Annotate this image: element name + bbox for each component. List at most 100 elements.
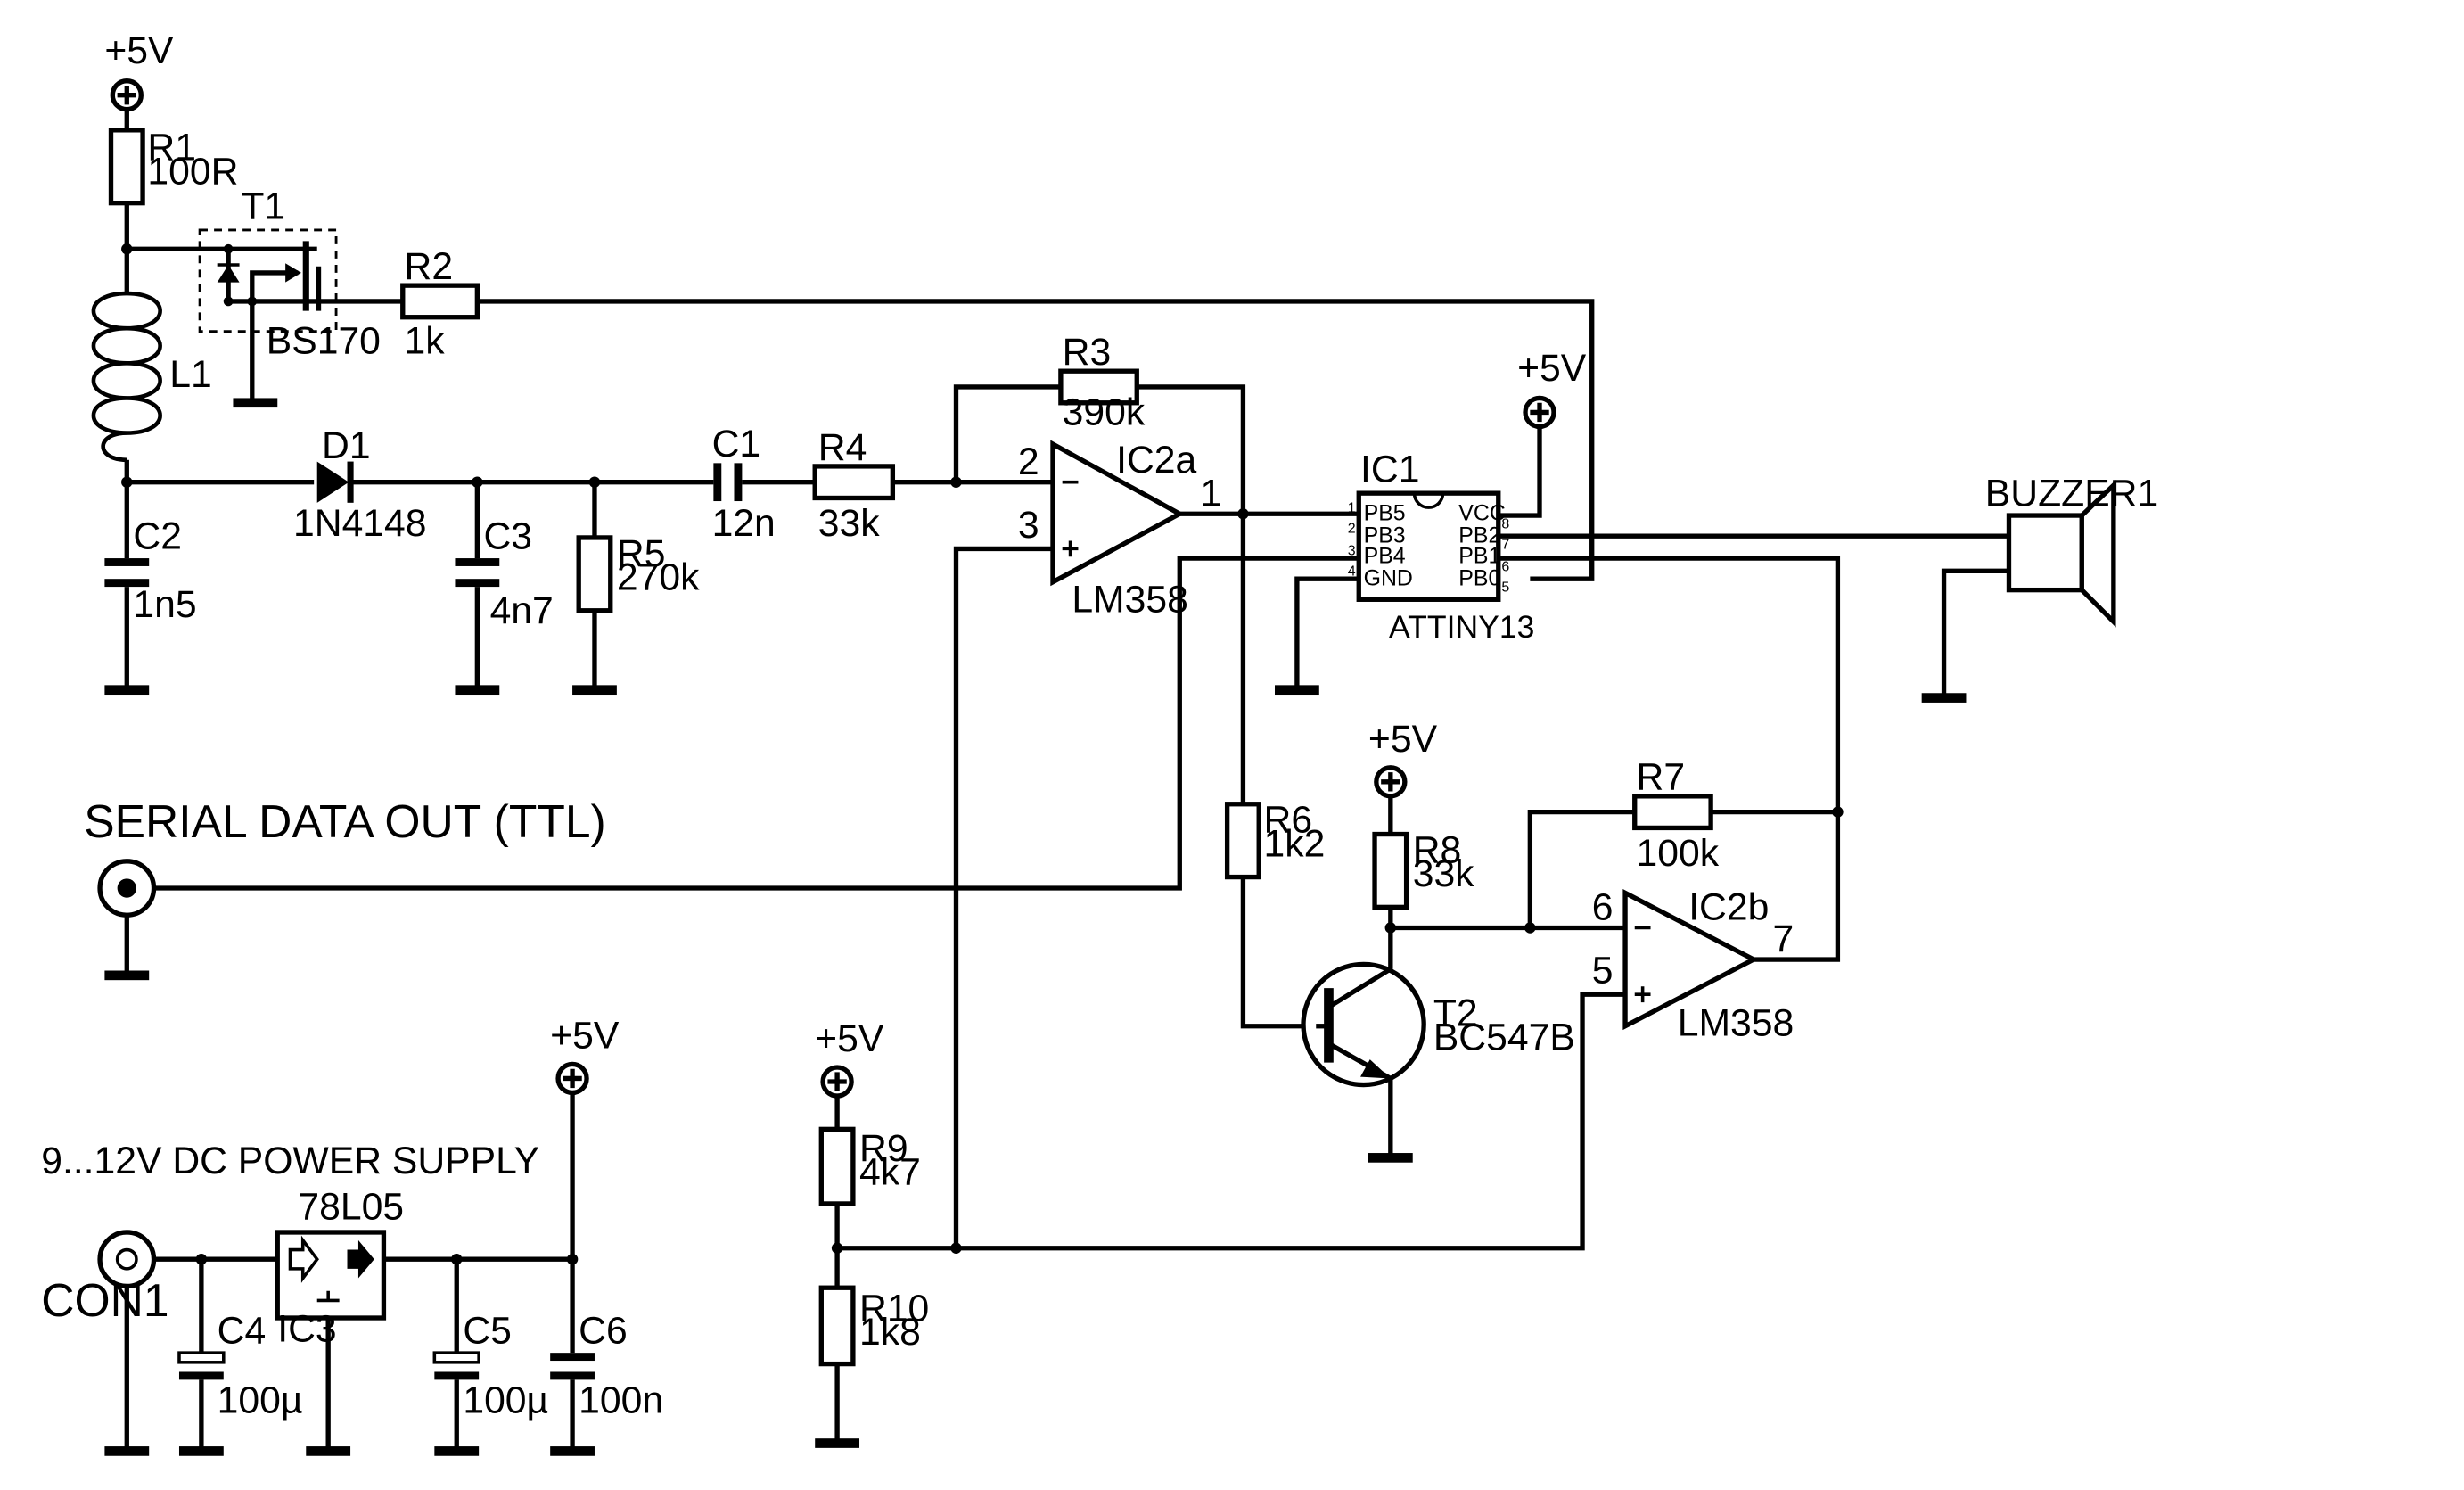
inductor-l1: L1 — [91, 291, 212, 463]
svg-text:5: 5 — [1501, 580, 1509, 595]
svg-text:IC2a: IC2a — [1116, 439, 1196, 482]
svg-text:3: 3 — [1348, 544, 1356, 559]
svg-text:R10: R10 — [859, 1288, 929, 1330]
svg-text:BC547B: BC547B — [1433, 1016, 1575, 1058]
resistor-r10: R10 1k8 — [818, 1285, 929, 1367]
resistor-r4: R4 33k — [812, 426, 896, 545]
svg-text:6: 6 — [1592, 886, 1614, 929]
capacitor-c6: C6 100n — [550, 1309, 663, 1422]
svg-text:8: 8 — [1501, 516, 1509, 531]
resistor-r1: R1 100R — [108, 127, 238, 206]
svg-text:C1: C1 — [712, 423, 761, 465]
svg-text:R4: R4 — [818, 426, 867, 469]
svg-text:R2: R2 — [405, 245, 454, 288]
svg-text:IC2b: IC2b — [1688, 886, 1769, 929]
svg-text:PB0: PB0 — [1458, 565, 1500, 590]
regulator-ic3: 78L05 IC3 — [275, 1186, 404, 1351]
resistor-r8: R8 33k — [1372, 829, 1474, 910]
opamp-ic2a: 2 3 1 IC2a LM358 — [1018, 439, 1221, 622]
svg-text:1: 1 — [1200, 472, 1221, 515]
svg-text:1: 1 — [1348, 500, 1356, 515]
svg-text:9...12V DC POWER SUPPLY: 9...12V DC POWER SUPPLY — [41, 1140, 539, 1182]
svg-text:PB3: PB3 — [1364, 523, 1406, 547]
svg-text:R3: R3 — [1063, 331, 1112, 374]
ic1-right-pins: VCC PB2 PB1 PB0 8 7 6 5 — [1458, 500, 1509, 595]
svg-text:+5V: +5V — [1517, 347, 1587, 390]
svg-text:390k: 390k — [1063, 391, 1146, 434]
svg-text:33k: 33k — [1413, 852, 1474, 895]
buzzer1: BUZZER1 — [1985, 472, 2158, 628]
svg-text:33k: 33k — [818, 502, 880, 545]
svg-text:1k2: 1k2 — [1264, 822, 1326, 865]
svg-text:C5: C5 — [463, 1309, 512, 1352]
supply-ic1: +5V — [1517, 347, 1587, 430]
svg-text:SERIAL DATA OUT (TTL): SERIAL DATA OUT (TTL) — [84, 795, 605, 847]
svg-text:C6: C6 — [579, 1309, 628, 1352]
resistor-r7: R7 100k — [1632, 756, 1720, 875]
supply-symbols: +5V +5V +5V +5V +5V — [104, 29, 1587, 1099]
resistor-r2: R2 1k — [400, 245, 480, 363]
svg-text:2: 2 — [1348, 522, 1356, 537]
svg-text:7: 7 — [1501, 537, 1509, 552]
svg-text:100n: 100n — [579, 1379, 663, 1422]
svg-text:3: 3 — [1018, 504, 1039, 547]
ic1-left-pins: PB5 PB3 PB4 GND 1 2 3 4 — [1348, 500, 1413, 590]
svg-text:BUZZER1: BUZZER1 — [1985, 472, 2158, 515]
svg-text:CON1: CON1 — [41, 1274, 168, 1326]
svg-text:ATTINY13: ATTINY13 — [1389, 609, 1534, 645]
svg-text:L1: L1 — [169, 353, 211, 396]
svg-text:6: 6 — [1501, 559, 1509, 574]
svg-text:C2: C2 — [133, 515, 182, 557]
resistor-r9: R9 4k7 — [818, 1126, 921, 1206]
svg-text:4: 4 — [1348, 564, 1356, 580]
capacitor-c5: C5 100µ — [432, 1309, 548, 1422]
svg-text:5: 5 — [1592, 950, 1614, 992]
svg-text:R6: R6 — [1264, 799, 1313, 842]
power-connector-con1: CON1 9...12V DC POWER SUPPLY — [41, 1140, 539, 1326]
supply-r8: +5V — [1368, 718, 1438, 799]
svg-text:12n: 12n — [712, 502, 776, 545]
svg-text:GND: GND — [1364, 565, 1413, 590]
svg-text:LM358: LM358 — [1678, 1001, 1794, 1044]
svg-text:T1: T1 — [241, 185, 285, 227]
junctions — [121, 243, 1844, 1265]
svg-text:R5: R5 — [617, 532, 666, 575]
ground-symbols — [104, 398, 1967, 1456]
svg-text:7: 7 — [1772, 918, 1794, 960]
capacitor-c2: C2 1n5 — [104, 515, 197, 626]
svg-text:IC3: IC3 — [277, 1308, 336, 1351]
resistor-r3: R3 390k — [1058, 331, 1146, 434]
svg-text:C4: C4 — [218, 1309, 267, 1352]
svg-text:PB4: PB4 — [1364, 543, 1406, 568]
serial-data-connector: SERIAL DATA OUT (TTL) — [84, 795, 606, 973]
svg-text:78L05: 78L05 — [298, 1186, 404, 1229]
svg-text:100µ: 100µ — [218, 1379, 303, 1422]
svg-text:270k: 270k — [617, 556, 700, 599]
svg-text:+5V: +5V — [550, 1015, 620, 1058]
svg-text:R1: R1 — [147, 127, 196, 169]
transistor-t2: T2 BC547B — [1301, 961, 1575, 1088]
svg-text:1k: 1k — [405, 320, 446, 363]
svg-text:R9: R9 — [859, 1127, 908, 1170]
resistor-r5: R5 270k — [576, 532, 700, 613]
resistor-r6: R6 1k2 — [1224, 799, 1326, 880]
svg-text:1n5: 1n5 — [133, 583, 196, 626]
svg-text:100k: 100k — [1637, 832, 1720, 875]
svg-text:PB1: PB1 — [1458, 543, 1500, 568]
svg-text:+5V: +5V — [104, 29, 174, 72]
mosfet-t1: T1 BS170 — [198, 185, 381, 400]
svg-text:100µ: 100µ — [463, 1379, 548, 1422]
supply-r9: +5V — [815, 1017, 884, 1099]
svg-text:PB5: PB5 — [1364, 500, 1406, 525]
svg-text:100R: 100R — [147, 150, 238, 193]
diode-d1: D1 1N4148 — [293, 424, 426, 545]
supply-r1: +5V — [104, 29, 174, 112]
ic1-attiny13: IC1 ATTINY13 PB5 PB3 PB4 GND 1 2 3 4 VCC… — [1348, 449, 1535, 645]
svg-text:2: 2 — [1018, 440, 1039, 483]
svg-text:T2: T2 — [1433, 992, 1478, 1035]
capacitor-c4: C4 100µ — [177, 1309, 303, 1422]
svg-text:1k8: 1k8 — [859, 1311, 921, 1354]
svg-text:IC1: IC1 — [1360, 449, 1419, 491]
svg-text:4n7: 4n7 — [490, 589, 554, 632]
